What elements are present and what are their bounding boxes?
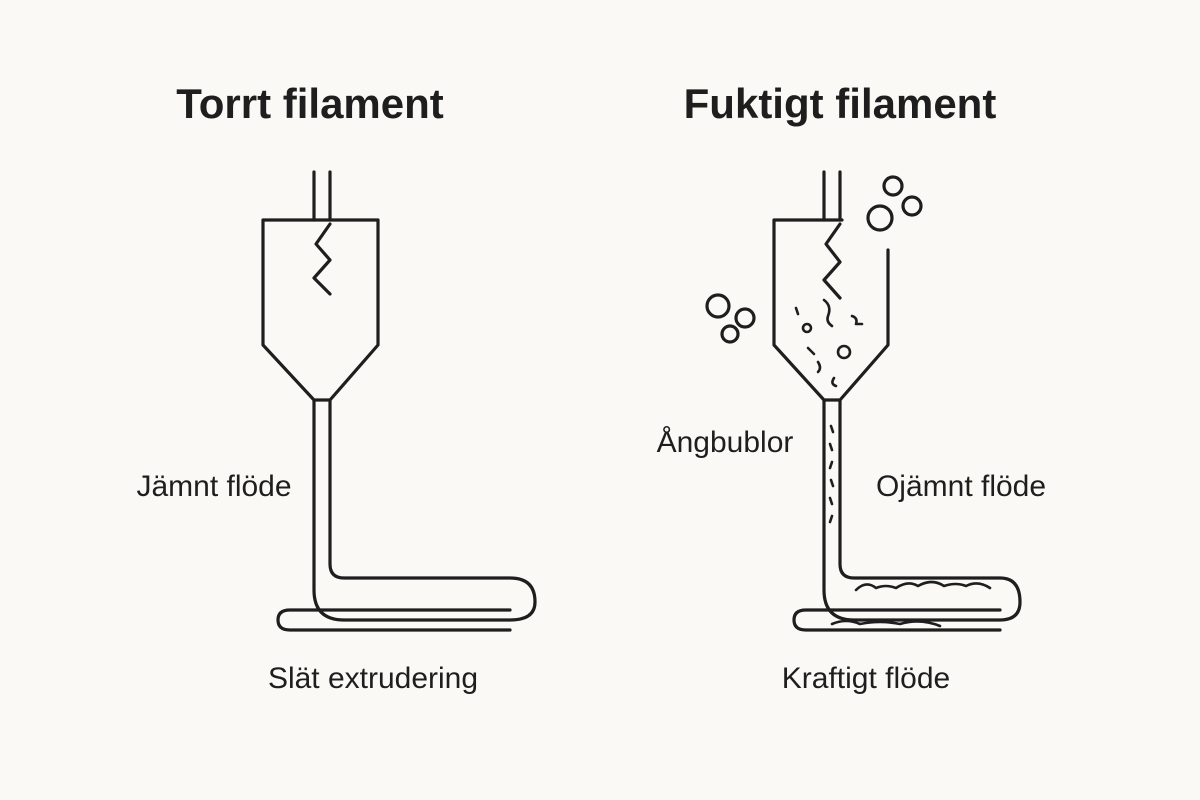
wet-flow-label: Ojämnt flöde <box>876 470 1046 503</box>
dry-heater-zigzag-icon <box>312 222 332 296</box>
wet-strand-rough-bottom <box>830 619 942 628</box>
dry-extrusion-bottom <box>276 608 512 632</box>
wet-strand-rough-surface <box>854 580 992 592</box>
wet-heater-zigzag-icon <box>822 222 842 300</box>
steam-bubbles-label: Ångbublor <box>657 426 794 459</box>
wet-result-label: Kraftigt flöde <box>782 662 950 695</box>
moisture-particles <box>794 298 864 388</box>
dry-flow-label: Jämnt flöde <box>136 470 291 503</box>
bubble-icon <box>901 195 923 217</box>
dry-filament-title: Torrt filament <box>176 80 444 127</box>
dry-filament-panel: Torrt filament Jämnt flöde Slät extruder… <box>136 80 537 695</box>
steam-bubbles-top <box>866 175 923 232</box>
wet-strand-streaks <box>828 424 835 524</box>
bubble-icon <box>720 324 740 344</box>
wet-extrusion-path <box>822 398 1022 622</box>
bubble-icon <box>705 293 731 319</box>
dry-result-label: Slät extrudering <box>268 662 478 695</box>
bubble-icon <box>882 175 904 197</box>
dry-filament-strand <box>312 170 332 222</box>
steam-bubbles-left <box>705 293 756 344</box>
bubble-icon <box>866 204 894 232</box>
wet-nozzle-body <box>772 218 890 402</box>
wet-extrusion-bottom <box>792 608 1002 632</box>
dry-extrusion-path <box>312 398 537 622</box>
bubble-icon <box>734 307 756 329</box>
wet-filament-strand <box>822 170 842 222</box>
wet-filament-title: Fuktigt filament <box>684 80 997 127</box>
wet-filament-panel: Fuktigt filament <box>657 80 1046 695</box>
